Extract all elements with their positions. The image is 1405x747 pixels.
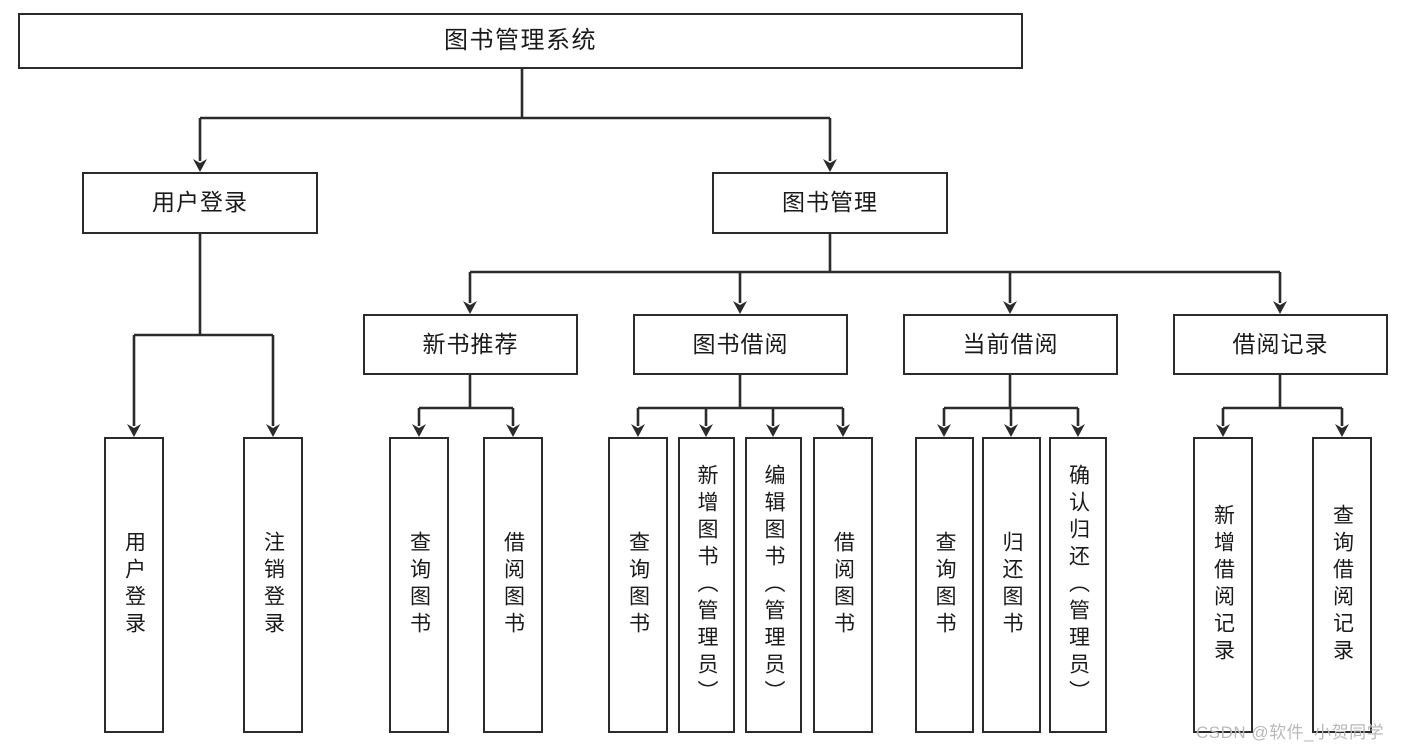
node-leaf-user-login-label: 用户登录 [122, 531, 146, 639]
node-leaf-user-login[interactable]: 用户登录 [104, 437, 164, 733]
node-leaf-edit-book-label: 编辑图书（管理员） [762, 463, 785, 707]
node-leaf-add-borrow-record-label: 新增借阅记录 [1211, 504, 1235, 666]
node-current-borrow[interactable]: 当前借阅 [903, 314, 1118, 375]
node-leaf-query-book-3-label: 查询图书 [933, 531, 956, 639]
node-leaf-query-book-2-label: 查询图书 [626, 531, 650, 639]
node-leaf-query-book-1[interactable]: 查询图书 [389, 437, 449, 733]
node-leaf-return-book[interactable]: 归还图书 [982, 437, 1041, 733]
node-leaf-confirm-return[interactable]: 确认归还（管理员） [1049, 437, 1107, 733]
node-user-login[interactable]: 用户登录 [82, 172, 318, 234]
node-new-book-recommend-label: 新书推荐 [422, 330, 519, 357]
node-leaf-borrow-book-1-label: 借阅图书 [501, 531, 525, 639]
node-leaf-add-book[interactable]: 新增图书（管理员） [678, 437, 735, 733]
node-leaf-confirm-return-label: 确认归还（管理员） [1066, 463, 1090, 707]
watermark-csdn: CSDN @软件_小贺同学 [1196, 723, 1385, 742]
node-leaf-borrow-book-1[interactable]: 借阅图书 [483, 437, 543, 733]
node-book-manage[interactable]: 图书管理 [712, 172, 948, 234]
node-book-borrow[interactable]: 图书借阅 [633, 314, 848, 375]
node-user-login-label: 用户登录 [152, 189, 248, 216]
node-current-borrow-label: 当前借阅 [962, 330, 1059, 357]
node-leaf-return-book-label: 归还图书 [1000, 531, 1023, 639]
node-book-borrow-label: 图书借阅 [692, 330, 789, 357]
node-leaf-user-logout[interactable]: 注销登录 [243, 437, 303, 733]
node-leaf-query-borrow-record[interactable]: 查询借阅记录 [1312, 437, 1372, 733]
node-leaf-borrow-book-2[interactable]: 借阅图书 [813, 437, 873, 733]
node-new-book-recommend[interactable]: 新书推荐 [363, 314, 578, 375]
node-borrow-record[interactable]: 借阅记录 [1173, 314, 1388, 375]
node-book-manage-label: 图书管理 [782, 189, 878, 216]
node-leaf-add-book-label: 新增图书（管理员） [695, 463, 718, 707]
node-root-label: 图书管理系统 [444, 26, 597, 54]
node-leaf-query-book-1-label: 查询图书 [407, 531, 431, 639]
node-root[interactable]: 图书管理系统 [18, 13, 1023, 69]
node-leaf-borrow-book-2-label: 借阅图书 [831, 531, 855, 639]
node-leaf-query-borrow-record-label: 查询借阅记录 [1330, 504, 1354, 666]
node-leaf-query-book-3[interactable]: 查询图书 [915, 437, 974, 733]
node-leaf-edit-book[interactable]: 编辑图书（管理员） [745, 437, 802, 733]
node-leaf-add-borrow-record[interactable]: 新增借阅记录 [1193, 437, 1253, 733]
node-borrow-record-label: 借阅记录 [1232, 330, 1329, 357]
node-leaf-query-book-2[interactable]: 查询图书 [608, 437, 668, 733]
node-leaf-user-logout-label: 注销登录 [261, 531, 285, 639]
